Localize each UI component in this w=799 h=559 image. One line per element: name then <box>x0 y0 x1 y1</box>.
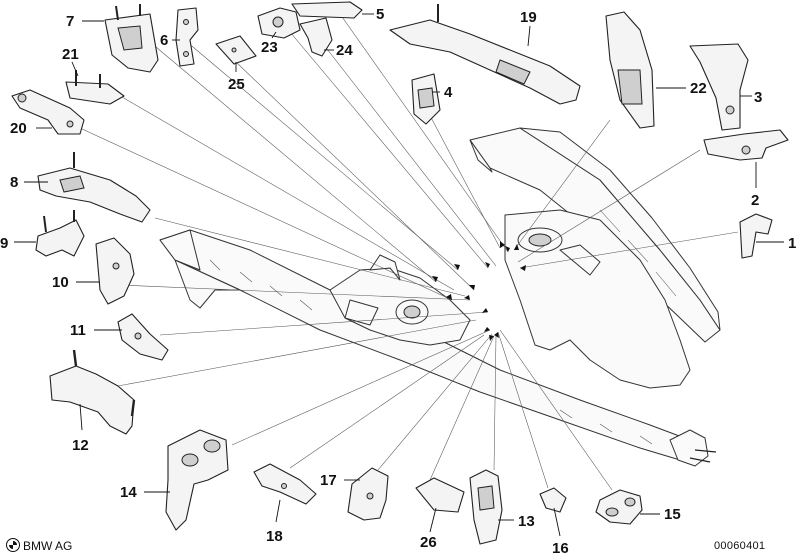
label-part-4: 4 <box>444 84 453 101</box>
pointer-rays <box>79 13 739 491</box>
label-part-25: 25 <box>228 76 245 93</box>
part-25-plate <box>215 35 257 65</box>
document-id: 00060401 <box>714 540 766 552</box>
label-part-11: 11 <box>70 322 86 339</box>
label-part-22: 22 <box>690 80 707 97</box>
label-part-15: 15 <box>664 506 681 523</box>
label-part-8: 8 <box>10 174 18 191</box>
label-leaders <box>14 13 784 537</box>
bmw-logo-icon <box>6 538 20 552</box>
label-part-9: 9 <box>0 235 8 252</box>
part-24-bracket <box>299 17 333 57</box>
part-7-bracket <box>104 4 159 73</box>
part-20-arm <box>11 89 85 135</box>
label-part-18: 18 <box>266 528 283 545</box>
label-part-17: 17 <box>320 472 337 489</box>
front-frame-assembly <box>159 127 721 467</box>
brand-text: BMW AG <box>23 539 73 553</box>
part-8-bracket <box>37 152 151 223</box>
label-part-21: 21 <box>62 46 79 63</box>
part-13-bracket <box>469 469 503 545</box>
label-part-26: 26 <box>420 534 437 551</box>
pointer-arrowheads <box>432 241 526 341</box>
part-2-bracket <box>703 129 789 161</box>
part-4-clip <box>411 73 441 125</box>
part-3-bracket <box>689 43 749 131</box>
part-26-bracket <box>415 477 465 513</box>
label-part-24: 24 <box>336 42 353 59</box>
label-part-3: 3 <box>754 89 762 106</box>
label-part-13: 13 <box>518 513 535 530</box>
part-number-labels: 7 6 25 23 5 24 21 20 19 4 22 3 2 1 8 9 1… <box>0 6 796 557</box>
part-14-bracket <box>165 429 229 531</box>
brand-footer: BMW AG <box>6 538 72 553</box>
label-part-12: 12 <box>72 437 89 454</box>
part-15-fitting <box>595 489 643 525</box>
part-19-crossmember <box>389 4 581 105</box>
part-17-bracket <box>347 467 389 521</box>
label-part-10: 10 <box>52 274 69 291</box>
label-part-16: 16 <box>552 540 569 557</box>
label-part-19: 19 <box>520 9 537 26</box>
part-11-bracket <box>117 313 169 361</box>
part-18-bracket <box>253 463 317 505</box>
label-part-1: 1 <box>788 235 796 252</box>
label-part-7: 7 <box>66 13 74 30</box>
part-9-mount <box>35 210 85 257</box>
part-5-strap <box>291 1 363 19</box>
label-part-23: 23 <box>261 39 278 56</box>
label-part-6: 6 <box>160 32 168 49</box>
label-part-20: 20 <box>10 120 27 137</box>
part-10-bracket <box>95 237 135 305</box>
label-part-14: 14 <box>120 484 137 501</box>
part-12-bracket <box>49 349 136 435</box>
part-16-clip <box>539 487 567 513</box>
part-22-bracket <box>605 11 655 129</box>
part-6-bracket <box>175 7 199 67</box>
label-part-5: 5 <box>376 6 384 23</box>
part-21-bracket <box>65 70 125 105</box>
label-part-2: 2 <box>751 192 759 209</box>
part-1-clip <box>739 213 773 259</box>
part-23-bracket <box>257 7 301 39</box>
